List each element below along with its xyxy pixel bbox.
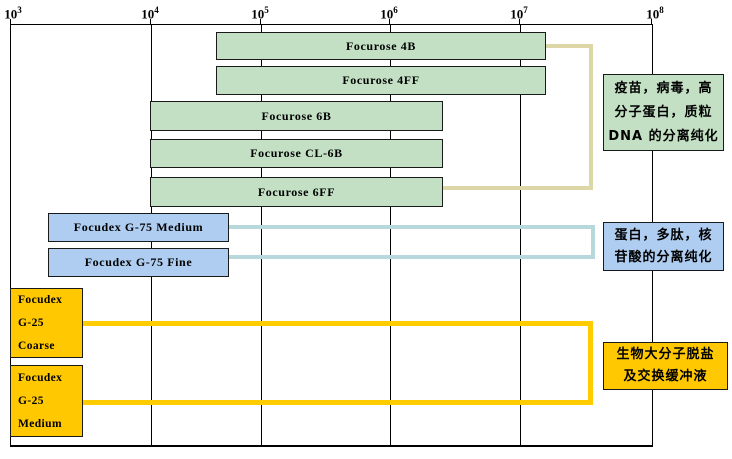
- bar-label: Focurose CL-6B: [250, 146, 343, 160]
- connector-g75-vertical: [591, 225, 595, 259]
- bar-focudex-g75-fine: Focudex G-75 Fine: [48, 248, 229, 277]
- bar-label-line: Medium: [18, 417, 62, 430]
- gridline-10e5: [261, 25, 262, 445]
- bar-label: Focurose 6FF: [257, 184, 336, 199]
- axis-tick: [260, 19, 261, 24]
- callout-focurose-applications: 疫苗，病毒，高 分子蛋白，质粒 DNA 的分离纯化: [603, 74, 724, 151]
- axis-tick: [519, 19, 520, 24]
- axis-label-10e7: 107: [510, 5, 528, 22]
- callout-line: 疫苗，病毒，高: [614, 80, 713, 96]
- bar-label-line: G-25: [18, 316, 44, 329]
- bar-focudex-g25-medium: Focudex G-25 Medium: [10, 365, 83, 437]
- connector-g25-top: [82, 321, 593, 326]
- connector-focurose-vertical: [589, 44, 593, 190]
- callout-line: 蛋白，多肽，核: [614, 227, 713, 243]
- callout-line: 生物大分子脱盐: [616, 347, 715, 362]
- bar-label: Focudex G-75 Medium: [73, 220, 204, 234]
- bar-focurose-cl6b: Focurose CL-6B: [150, 139, 443, 168]
- connector-g25-vertical: [588, 321, 593, 405]
- callout-line: 苷酸的分离纯化: [614, 249, 713, 265]
- bar-label-line: Focudex: [18, 371, 63, 384]
- bar-label: Focurose 4B: [345, 38, 417, 53]
- bar-focurose-4b: Focurose 4B: [216, 32, 546, 60]
- bar-label-line: Focudex: [18, 293, 63, 306]
- connector-g25-bottom: [82, 400, 593, 405]
- bar-focurose-4ff: Focurose 4FF: [216, 66, 546, 95]
- connector-focurose-bottom: [443, 186, 593, 190]
- bar-label: Focurose 6B: [261, 108, 332, 123]
- bar-focudex-g75-medium: Focudex G-75 Medium: [48, 213, 229, 242]
- callout-g75-applications: 蛋白，多肽，核 苷酸的分离纯化: [603, 222, 724, 271]
- axis-label-10e8: 108: [646, 5, 664, 22]
- bar-label: Focudex G-75 Fine: [84, 255, 193, 269]
- bar-label-line: G-25: [18, 394, 44, 407]
- gridline-10e6: [390, 25, 391, 445]
- bar-focurose-6ff: Focurose 6FF: [150, 177, 443, 207]
- connector-g75-top: [228, 225, 595, 229]
- bar-focudex-g25-coarse: Focudex G-25 Coarse: [10, 288, 83, 358]
- connector-focurose-top: [545, 44, 593, 48]
- connector-g75-bottom: [228, 255, 595, 259]
- callout-g25-applications: 生物大分子脱盐 及交换缓冲液: [603, 342, 728, 390]
- axis-tick: [651, 19, 652, 24]
- gridline-10e7: [520, 25, 521, 445]
- axis-label-10e5: 105: [251, 5, 269, 22]
- bar-label-line: Coarse: [18, 339, 55, 352]
- callout-line: DNA 的分离纯化: [608, 128, 719, 144]
- bar-focurose-6b: Focurose 6B: [150, 101, 443, 131]
- axis-label-10e6: 106: [380, 5, 398, 22]
- axis-label-10e3: 103: [4, 5, 22, 22]
- axis-tick: [150, 19, 151, 24]
- axis-tick: [389, 19, 390, 24]
- callout-line: 及交换缓冲液: [623, 369, 708, 384]
- callout-line: 分子蛋白，质粒: [614, 104, 713, 120]
- bar-label: Focurose 4FF: [342, 73, 420, 87]
- axis-label-10e4: 104: [141, 5, 159, 22]
- axis-tick: [10, 19, 11, 24]
